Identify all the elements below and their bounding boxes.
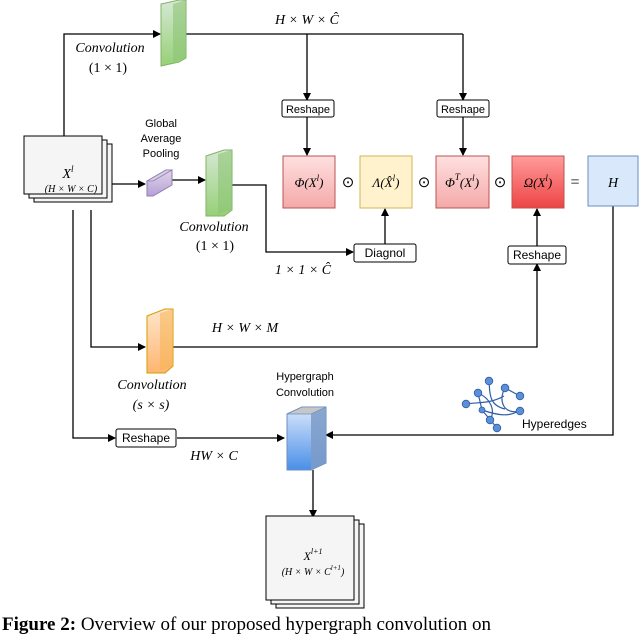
- reshape1-label: Reshape: [286, 104, 330, 116]
- phit-label: ΦT(Xl): [445, 172, 479, 190]
- figure-caption: Figure 2: Overview of our proposed hyper…: [2, 614, 638, 636]
- output-x-dims: (H × W × Cl+1): [282, 564, 345, 578]
- hyperedges-nodes: [461, 376, 525, 433]
- edge-h-to-hgconv: [325, 206, 614, 439]
- conv1-block: [160, 0, 187, 67]
- edge-conv2-to-diagnol: [232, 184, 354, 256]
- conv2-name: Convolution: [179, 220, 248, 235]
- hgconv-line2: Convolution: [276, 387, 334, 399]
- conv1-kernel: (1 × 1): [89, 61, 128, 76]
- dim-diag: 1 × 1 × Ĉ: [275, 261, 332, 278]
- edge-xl-to-conv1: [63, 30, 161, 136]
- diagnol-box: [353, 243, 417, 263]
- conv2-kernel: (1 × 1): [196, 239, 235, 254]
- h-block: [587, 155, 639, 207]
- input-feature-stack: Xl (H × W × C): [23, 135, 113, 203]
- conv2-block: [205, 149, 233, 217]
- diagnol-label: Diagnol: [365, 246, 406, 260]
- phi-label: Φ(Xl): [294, 173, 323, 190]
- odot-2: ⊙: [418, 175, 431, 191]
- reshape3-label: Reshape: [513, 248, 561, 262]
- h-label: H: [607, 176, 619, 191]
- dim-top: H × W × Ĉ: [274, 11, 340, 28]
- omega-block: [511, 155, 565, 209]
- reshape2-label: Reshape: [441, 104, 485, 116]
- dim-m: H × W × M: [211, 321, 280, 336]
- output-x-label: Xl+1: [303, 547, 323, 563]
- lambda-block: [359, 155, 413, 209]
- edge-conv3-to-reshape3: [173, 263, 541, 348]
- reshape2-box: [436, 99, 490, 118]
- conv1-name: Convolution: [75, 41, 144, 56]
- gap-line1: Global: [145, 118, 177, 130]
- reshape1-box: [281, 99, 335, 118]
- hypergraph-diagram: Xl (H × W × C) Convolution (1 × 1) H × W…: [23, 0, 639, 609]
- reshape4-label: Reshape: [122, 431, 170, 445]
- caption-text: Overview of our proposed hypergraph conv…: [76, 614, 491, 635]
- reshape4-box: [115, 428, 177, 448]
- conv3-block: [146, 308, 174, 374]
- dim-hw: HW × C: [189, 449, 238, 464]
- hyperedges-label: Hyperedges: [522, 417, 587, 431]
- edge-xl-to-reshape4: [72, 210, 116, 442]
- gap-line3: Pooling: [143, 148, 180, 160]
- conv3-name: Convolution: [117, 378, 186, 393]
- conv3-kernel: (s × s): [133, 398, 170, 413]
- lambda-label: Λ(X̂l): [371, 173, 400, 190]
- omega-label: Ω(Xl): [524, 173, 553, 190]
- output-feature-stack: Xl+1 (H × W × Cl+1): [265, 515, 365, 609]
- connectors: [63, 30, 614, 518]
- equals-sign: =: [570, 174, 579, 191]
- phi-block: [282, 155, 336, 209]
- hgconv-line1: Hypergraph: [276, 371, 333, 383]
- gap-line2: Average: [141, 133, 182, 145]
- odot-1: ⊙: [342, 175, 355, 191]
- phit-block: [435, 155, 490, 209]
- edge-xl-to-conv3: [90, 210, 146, 351]
- input-xl-label: Xl: [61, 164, 74, 182]
- gap-block: [145, 169, 174, 197]
- caption-label: Figure 2:: [2, 614, 77, 635]
- input-xl-dims: (H × W × C): [45, 184, 98, 195]
- odot-3: ⊙: [494, 175, 507, 191]
- hgconv-block: [286, 406, 327, 471]
- reshape3-box: [507, 245, 567, 265]
